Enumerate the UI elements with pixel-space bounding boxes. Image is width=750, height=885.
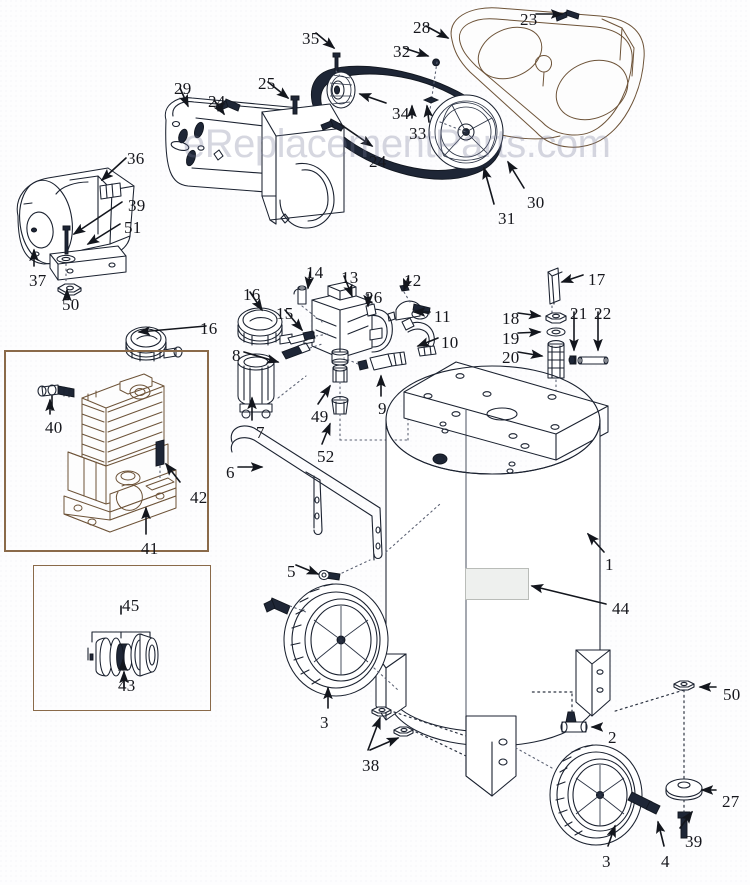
callout-nut-33: 33 (409, 124, 427, 143)
regulator-knob-art (237, 353, 307, 419)
wheel-front-art (263, 583, 399, 697)
callout-washer-51: 51 (124, 218, 142, 237)
callout-bolt-35: 35 (302, 29, 320, 48)
wheel-rear-art (515, 744, 661, 846)
tank-decal-label (465, 568, 529, 600)
callout-wheel-rear: 3 (602, 852, 611, 871)
callout-nut-50a: 50 (62, 295, 80, 314)
callout-motor-bracket: 29 (174, 79, 192, 98)
callout-nut-38: 38 (362, 756, 380, 775)
flywheel-pulley-art (428, 94, 504, 170)
pump-detail-box (4, 350, 209, 552)
callout-motor-assembly: 37 (29, 271, 47, 290)
callout-belt-guard: 28 (413, 18, 431, 37)
callout-plug-21: 21 (570, 304, 588, 323)
callout-fitting-15: 15 (276, 304, 294, 323)
callout-pump-bolt: 42 (190, 488, 208, 507)
fitting-15-art (287, 330, 329, 345)
callout-bolt-24b: 24 (369, 152, 387, 171)
motor-pulley-art (326, 71, 356, 109)
nipple-art (281, 342, 323, 360)
callout-air-filter-assembly: 45 (122, 596, 140, 615)
callout-motor-pulley: 34 (392, 104, 410, 123)
callout-bolt-25: 25 (258, 74, 276, 93)
belt-guard-art (450, 7, 645, 148)
callout-drain-valve: 2 (608, 728, 617, 747)
callout-switch-lever: 14 (306, 263, 324, 282)
callout-axle-bolt: 4 (661, 852, 670, 871)
filter-detail-box (33, 565, 211, 711)
leader-lines (29, 9, 717, 847)
check-valve-art (343, 351, 407, 371)
callout-pressure-switch: 13 (341, 268, 359, 287)
safety-valve-stack-art (503, 267, 609, 419)
callout-washer-19: 19 (502, 329, 520, 348)
callout-check-valve: 9 (378, 399, 387, 418)
callout-handle-bolt: 5 (287, 562, 296, 581)
callout-wheel-front: 3 (320, 713, 329, 732)
callout-nipple-52: 52 (317, 447, 335, 466)
gauge-tank-art (237, 307, 293, 346)
callout-guard-screw: 23 (520, 10, 538, 29)
callout-gauge-tank: 16 (243, 285, 261, 304)
callout-filter-element: 43 (118, 676, 136, 695)
callout-cap-18: 18 (502, 309, 520, 328)
callout-tube-26: 26 (365, 288, 383, 307)
callout-bolt-24a: 24 (208, 92, 226, 111)
bracket-hardware-art (215, 52, 440, 132)
callout-regulator-knob: 7 (256, 423, 265, 442)
tube-10-art (401, 317, 437, 357)
callout-air-tank: 1 (605, 555, 614, 574)
callout-pin-22: 22 (594, 304, 612, 323)
callout-bolt-39b: 39 (685, 832, 703, 851)
callout-gauge-outlet: 16 (200, 319, 218, 338)
callout-safety-valve: 20 (502, 348, 520, 367)
callout-pump-fitting: 40 (45, 418, 63, 437)
pump-detail-art (37, 373, 181, 533)
bottom-hardware-art (371, 680, 703, 839)
callout-elbow-49: 49 (311, 407, 329, 426)
motor-art (16, 167, 135, 296)
fitting-52-art (331, 396, 409, 441)
callout-bolt-39a: 39 (128, 196, 146, 215)
motor-bracket-art (164, 97, 345, 229)
callout-screw-12: 12 (404, 271, 422, 290)
callout-elbow-fitting: 11 (434, 307, 451, 326)
callout-nipple: 8 (232, 346, 241, 365)
callout-handle-grip: 17 (588, 270, 606, 289)
callout-decal-label: 44 (612, 599, 630, 618)
callout-spacer-washer: 27 (722, 792, 740, 811)
callout-motor: 36 (127, 149, 145, 168)
elbow-11-art (387, 284, 431, 322)
fitting-49-art (332, 364, 348, 401)
callout-tube-outlet: 10 (441, 333, 459, 352)
callout-pump-assembly: 41 (141, 539, 159, 558)
callout-handle: 6 (226, 463, 235, 482)
callout-flywheel-pulley: 31 (498, 209, 516, 228)
callout-screw-32: 32 (393, 42, 411, 61)
handle-art (230, 425, 441, 581)
callout-nut-50b: 50 (723, 685, 741, 704)
callout-belt: 30 (527, 193, 545, 212)
